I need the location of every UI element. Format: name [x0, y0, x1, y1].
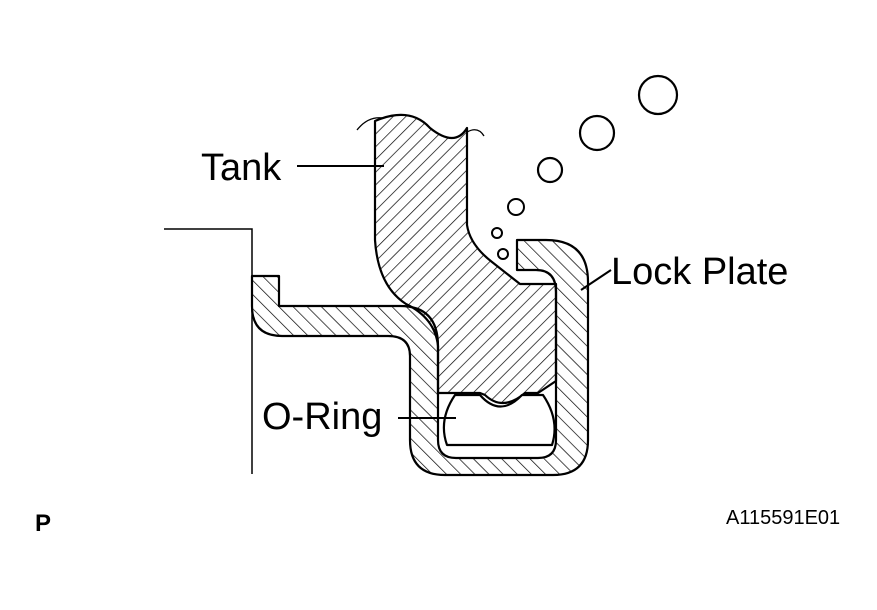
tank-break-line — [466, 129, 485, 137]
bubble — [491, 227, 503, 239]
o-ring-label: O-Ring — [262, 396, 383, 438]
lock-plate-label: Lock Plate — [611, 251, 789, 293]
bubble — [497, 248, 509, 260]
bubble — [637, 74, 679, 116]
view-letter: P — [35, 510, 52, 537]
tank-break-line — [356, 117, 384, 131]
o-ring — [442, 393, 556, 447]
tank-label: Tank — [201, 147, 282, 189]
bubble — [536, 156, 564, 184]
bubble — [507, 198, 525, 216]
lock-plate-leader-line — [580, 269, 612, 291]
core-plate — [250, 238, 590, 477]
figure-id: A115591E01 — [726, 507, 841, 529]
tank-section — [373, 113, 558, 405]
bubble — [578, 114, 616, 152]
housing-outline — [164, 228, 253, 474]
